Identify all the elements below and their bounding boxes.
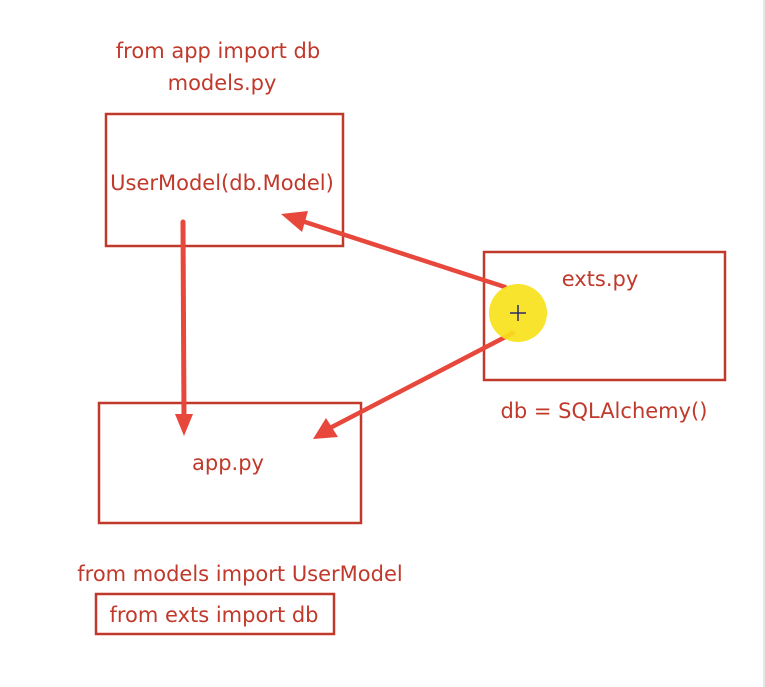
app-file-label: app.py xyxy=(192,451,264,475)
models-import-note: from app import db xyxy=(116,39,320,63)
app-exts-import-note: from exts import db xyxy=(109,603,318,627)
models-box xyxy=(104,112,345,248)
arrow-models-to-app xyxy=(175,219,193,436)
app-box xyxy=(97,401,363,525)
crosshair-cursor-icon xyxy=(510,305,526,321)
models-content-label: UserModel(db.Model) xyxy=(110,171,334,195)
arrow-exts-to-app xyxy=(313,330,516,439)
exts-box xyxy=(482,250,727,382)
models-file-label: models.py xyxy=(168,71,277,95)
arrow-exts-to-models xyxy=(281,211,508,290)
window-edge xyxy=(763,0,765,687)
exts-file-label: exts.py xyxy=(562,267,639,291)
app-import-note: from models import UserModel xyxy=(77,562,402,586)
exts-note: db = SQLAlchemy() xyxy=(501,399,708,423)
exts-import-highlight-box xyxy=(94,592,336,636)
